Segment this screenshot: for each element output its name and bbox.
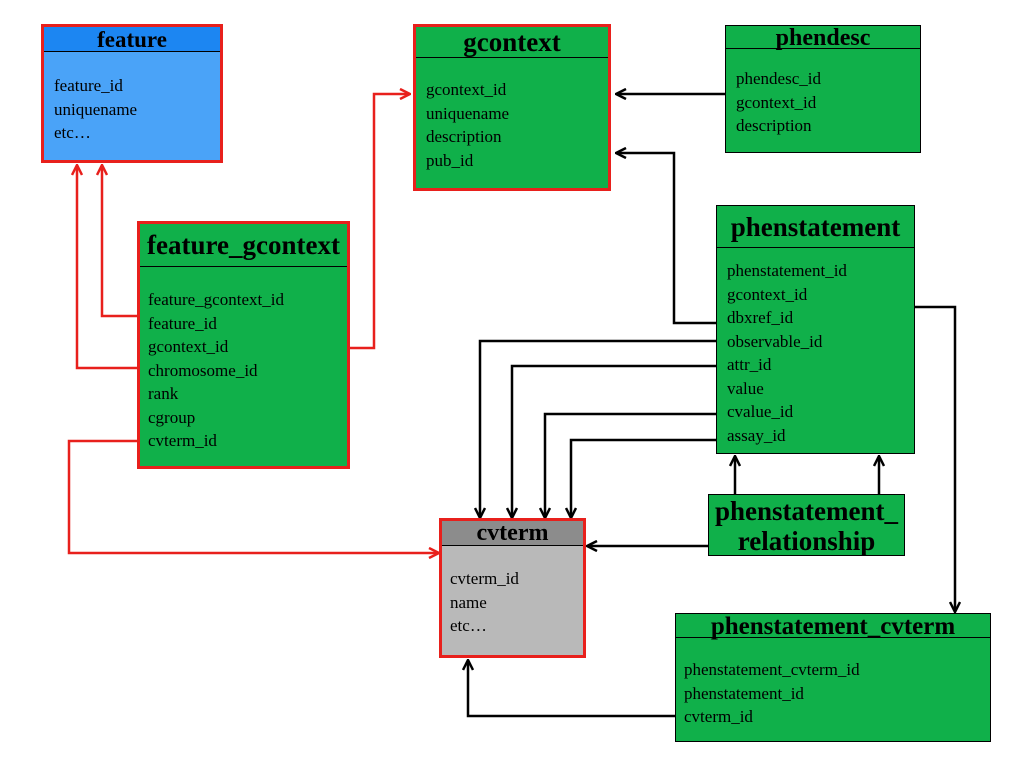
field: attr_id — [727, 355, 772, 374]
field: etc… — [54, 123, 91, 142]
table-phenstatement-cvterm[interactable]: phenstatement_cvterm phenstatement_cvter… — [675, 613, 991, 742]
fk-chromosome-id-to-feature — [77, 165, 138, 370]
fk-phenstatement-cvterm-cvterm — [468, 660, 675, 718]
field: cvterm_id — [684, 707, 753, 726]
fk-feature-id-to-feature — [102, 165, 138, 318]
table-cvterm[interactable]: cvterm cvterm_id name etc… — [439, 518, 586, 658]
field: feature_id — [54, 76, 123, 95]
field-list: phenstatement_id gcontext_id dbxref_id o… — [717, 248, 914, 447]
fk-phenstatement-cvterm-phenstatement — [915, 305, 955, 612]
field-list: feature_gcontext_id feature_id gcontext_… — [140, 267, 347, 453]
field: etc… — [450, 616, 487, 635]
field: gcontext_id — [148, 337, 229, 356]
field: feature_gcontext_id — [148, 290, 284, 309]
field: dbxref_id — [727, 308, 794, 327]
field: phenstatement_id — [727, 261, 847, 280]
table-header: feature_gcontext — [140, 224, 347, 267]
table-title-line: relationship — [737, 526, 876, 556]
fk-assay-id — [571, 438, 716, 518]
field: phenstatement_id — [684, 683, 804, 703]
field: gcontext_id — [727, 284, 808, 304]
field: cgroup — [148, 407, 196, 427]
table-gcontext[interactable]: gcontext gcontext_id uniquename descript… — [413, 24, 611, 191]
table-title-line: phenstatement_ — [715, 496, 898, 526]
field-list: cvterm_id name etc… — [442, 546, 583, 638]
table-header: cvterm — [442, 521, 583, 546]
table-header: phenstatement_cvterm — [676, 614, 990, 639]
table-feature[interactable]: feature feature_id uniquename etc… — [41, 24, 223, 163]
table-header: phendesc — [726, 26, 920, 50]
fk-phenstatement-gcontext-id — [616, 153, 716, 325]
field: uniquename — [426, 103, 510, 123]
field: feature_id — [148, 313, 217, 333]
table-header: gcontext — [416, 27, 608, 58]
field: gcontext_id — [426, 80, 507, 99]
fk-cvterm-id-to-cvterm — [67, 439, 439, 553]
table-header: feature — [44, 27, 220, 52]
field-list: gcontext_id uniquename description pub_i… — [416, 58, 608, 172]
field-list: phenstatement_cvterm_id phenstatement_id… — [676, 638, 990, 729]
field-list: feature_id uniquename etc… — [44, 52, 220, 145]
field: value — [727, 378, 764, 398]
field: cvterm_id — [148, 431, 217, 450]
field: name — [450, 592, 487, 612]
table-feature-gcontext[interactable]: feature_gcontext feature_gcontext_id fea… — [137, 221, 350, 469]
field: observable_id — [727, 331, 823, 351]
field: cvterm_id — [450, 569, 519, 588]
table-header: phenstatement — [717, 206, 914, 248]
field: pub_id — [426, 150, 474, 170]
table-phendesc[interactable]: phendesc phendesc_id gcontext_id descrip… — [725, 25, 921, 153]
field: cvalue_id — [727, 402, 794, 421]
field: gcontext_id — [736, 92, 817, 112]
fk-cvalue-id — [545, 412, 716, 518]
field: description — [736, 116, 812, 135]
field: assay_id — [727, 425, 786, 445]
field: rank — [148, 384, 179, 403]
field-list: phendesc_id gcontext_id description — [726, 49, 920, 138]
field: uniquename — [54, 99, 138, 119]
field: phenstatement_cvterm_id — [684, 660, 860, 679]
field: description — [426, 127, 502, 146]
fk-attr-id — [512, 364, 716, 518]
fk-gcontext-id-to-gcontext — [349, 94, 410, 350]
field: phendesc_id — [736, 69, 821, 88]
field: chromosome_id — [148, 360, 258, 380]
table-phenstatement[interactable]: phenstatement phenstatement_id gcontext_… — [716, 205, 915, 454]
fk-observable-id — [480, 339, 716, 518]
table-phenstatement-relationship[interactable]: phenstatement_ relationship — [708, 494, 905, 556]
